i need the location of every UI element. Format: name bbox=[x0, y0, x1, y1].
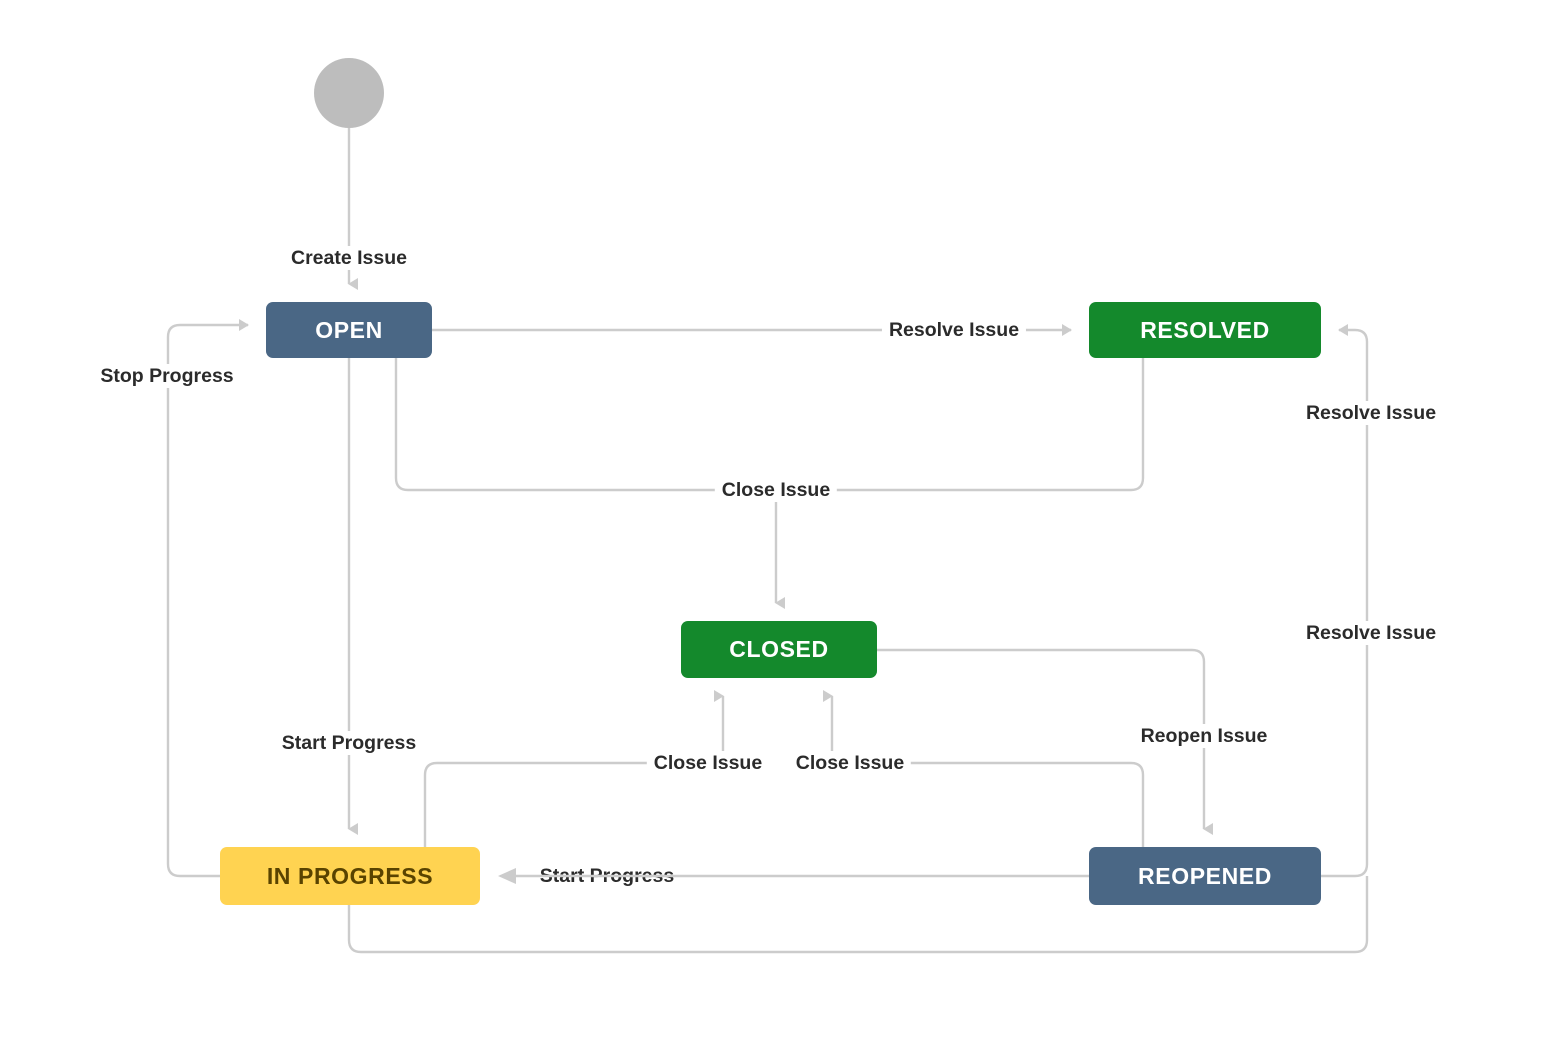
edge-resolved-close-issue bbox=[776, 358, 1145, 492]
node-closed[interactable]: CLOSED bbox=[681, 621, 877, 678]
node-in-progress[interactable]: IN PROGRESS bbox=[220, 847, 480, 905]
transition-label-resolve-issue-in-progress: Resolve Issue bbox=[1298, 621, 1444, 645]
edge-close-issue-reopened bbox=[823, 690, 1145, 847]
edge-reopen-issue bbox=[877, 648, 1213, 835]
node-resolved[interactable]: RESOLVED bbox=[1089, 302, 1321, 358]
transition-label-resolve-issue-reopened: Resolve Issue bbox=[1298, 401, 1444, 425]
node-in-progress-label: IN PROGRESS bbox=[266, 862, 434, 889]
edge-resolve-issue-reopened bbox=[1321, 324, 1369, 878]
transition-label-start-progress-open: Start Progress bbox=[274, 731, 424, 755]
edge-close-issue-open bbox=[394, 358, 785, 609]
edge-stop-progress bbox=[166, 319, 249, 878]
transition-label-start-progress-reopened: Start Progress bbox=[532, 864, 682, 888]
transition-label-create-issue: Create Issue bbox=[284, 246, 414, 270]
node-open-label: OPEN bbox=[315, 316, 383, 343]
node-open[interactable]: OPEN bbox=[266, 302, 432, 358]
node-reopened[interactable]: REOPENED bbox=[1089, 847, 1321, 905]
start-node bbox=[314, 58, 384, 128]
transition-label-close-issue-open: Close Issue bbox=[714, 478, 838, 502]
transition-label-stop-progress: Stop Progress bbox=[93, 364, 241, 388]
edge-close-issue-in-progress bbox=[423, 690, 725, 847]
node-closed-label: CLOSED bbox=[729, 636, 829, 662]
transition-label-resolve-issue-open: Resolve Issue bbox=[881, 318, 1027, 342]
transition-label-close-issue-in-progress: Close Issue bbox=[646, 751, 770, 775]
transition-label-reopen-issue: Reopen Issue bbox=[1133, 724, 1275, 748]
edge-resolve-issue-in-progress bbox=[347, 876, 1369, 954]
transition-label-close-issue-reopened: Close Issue bbox=[788, 751, 912, 775]
node-reopened-label: REOPENED bbox=[1138, 862, 1272, 889]
node-resolved-label: RESOLVED bbox=[1140, 316, 1270, 343]
